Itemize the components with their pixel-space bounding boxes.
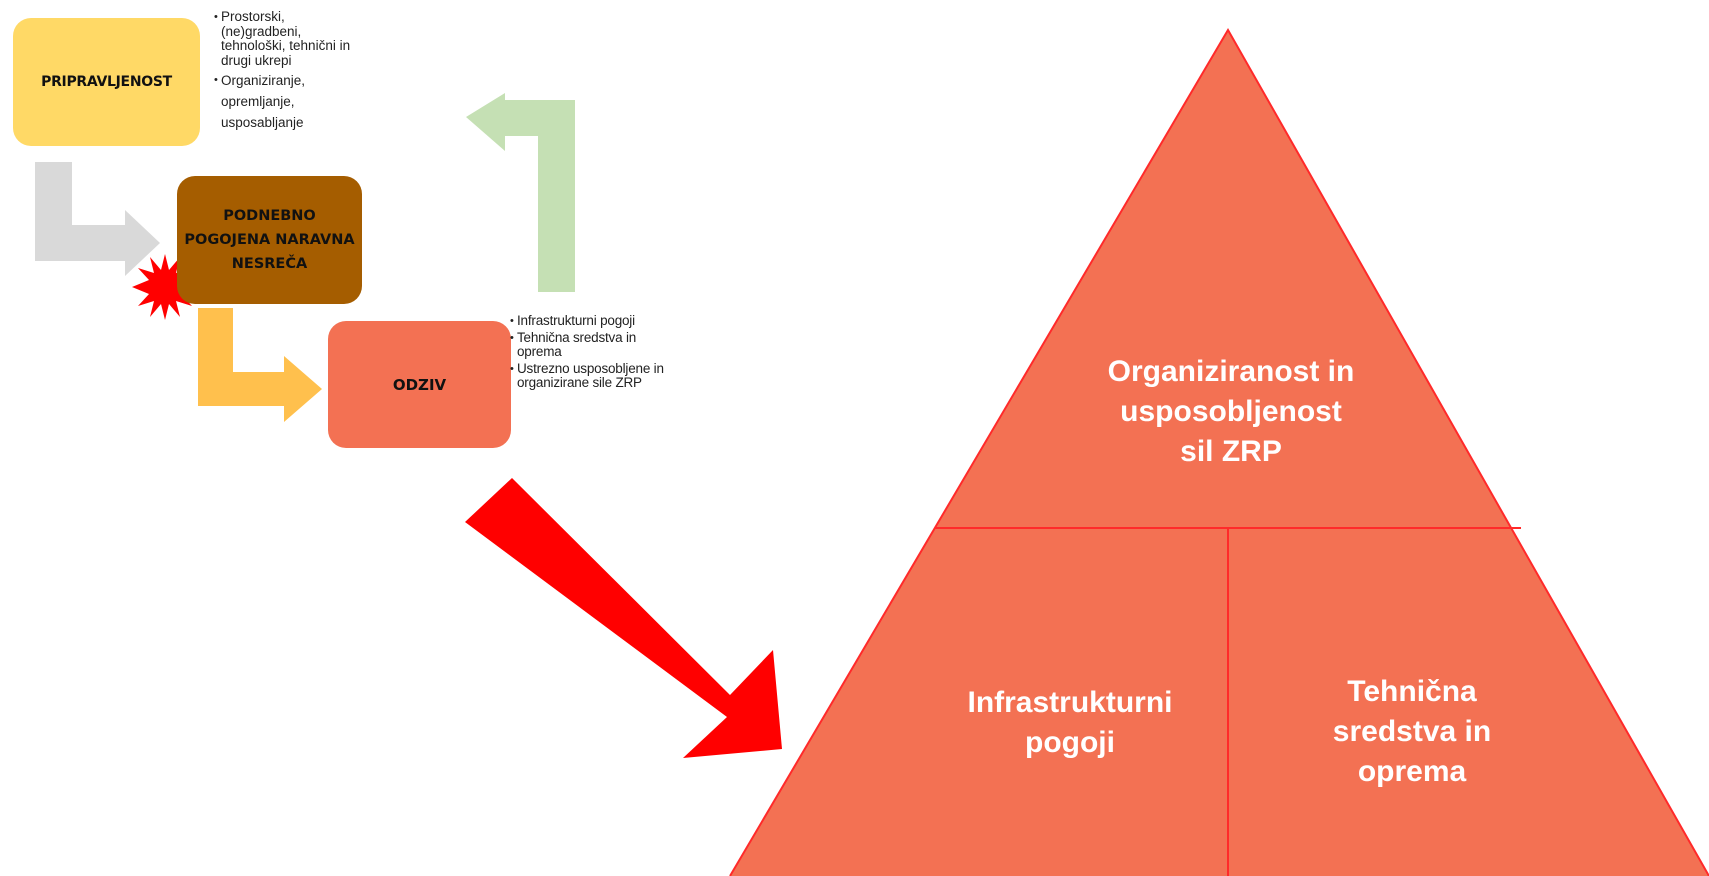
red-arrow [465, 478, 782, 758]
response-label: ODZIV [392, 375, 447, 394]
preparedness-label: PRIPRAVLJENOST [41, 74, 172, 90]
preparedness-box: PRIPRAVLJENOST [13, 18, 200, 146]
response-box: ODZIV [328, 321, 511, 448]
orange-flow-arrow [198, 308, 322, 422]
pyramid-outline [729, 28, 1709, 876]
pyramid-top-label: Organiziranost in usposobljenost sil ZRP [1107, 355, 1355, 468]
gray-flow-arrow [35, 162, 160, 276]
disaster-label: PODNEBNO POGOJENA NARAVNA NESREČA [184, 208, 355, 272]
preparedness-note: Organiziranje, opremljanje, usposabljanj… [214, 70, 354, 133]
response-note: Tehnična sredstva in oprema [510, 330, 670, 360]
pyramid-bottom-right-label: Tehnična sredstva in oprema [1332, 675, 1492, 788]
pyramid-body [730, 30, 1709, 876]
pyramid [729, 28, 1709, 876]
green-flow-arrow [466, 93, 575, 292]
disaster-burst [132, 254, 198, 320]
response-note: Infrastrukturni pogoji [510, 313, 670, 329]
pyramid-bottom-left-label: Infrastrukturni pogoji [967, 686, 1173, 759]
response-note: Ustrezno usposobljene in organizirane si… [510, 361, 670, 391]
response-notes: Infrastrukturni pogoji Tehnična sredstva… [510, 313, 670, 393]
preparedness-note: Prostorski, (ne)gradbeni, tehnološki, te… [214, 9, 354, 68]
disaster-box: PODNEBNO POGOJENA NARAVNA NESREČA [177, 176, 362, 304]
preparedness-notes: Prostorski, (ne)gradbeni, tehnološki, te… [214, 9, 354, 135]
